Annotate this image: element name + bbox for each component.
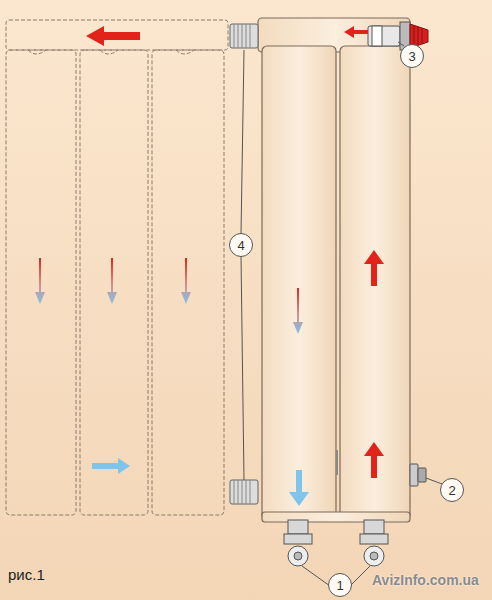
- figure-label: рис.1: [8, 566, 45, 583]
- callout-number: 3: [408, 50, 415, 63]
- leader-lines: [241, 42, 442, 586]
- flow-arrows: [35, 26, 384, 506]
- callout-circle: 1: [328, 573, 352, 597]
- dashed-sections: [6, 20, 228, 515]
- callout-number: 2: [448, 484, 455, 497]
- radiator-sections: [258, 18, 410, 522]
- callout-number: 1: [336, 579, 343, 592]
- callout-circle: 4: [229, 233, 253, 257]
- connection-valve: [284, 520, 388, 566]
- callout-number: 4: [237, 239, 244, 252]
- nipple: [230, 24, 258, 504]
- watermark: AvizInfo.com.ua: [372, 572, 479, 588]
- plug: [410, 464, 426, 486]
- callout-circle: 3: [400, 44, 424, 68]
- callout-circle: 2: [440, 478, 464, 502]
